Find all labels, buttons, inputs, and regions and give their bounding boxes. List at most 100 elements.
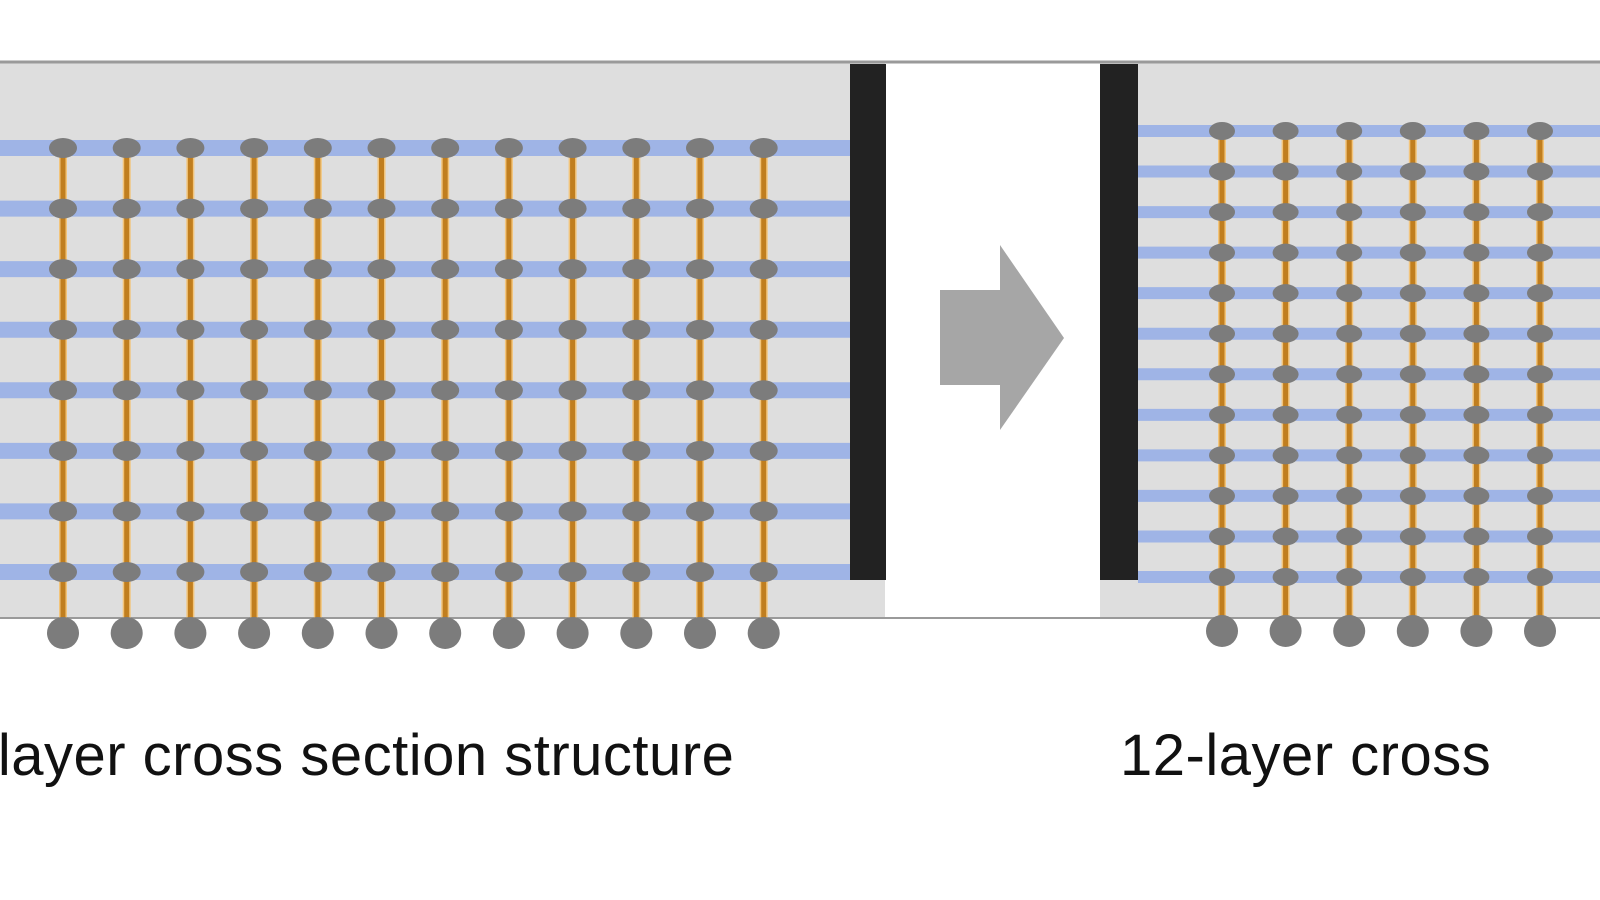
- ball-pad: [556, 617, 589, 649]
- via-pad: [49, 259, 77, 280]
- via-pad: [1209, 365, 1235, 384]
- via-pad: [686, 380, 714, 401]
- via-pad: [1527, 243, 1553, 262]
- ball-pad: [684, 617, 716, 649]
- via-pad: [1272, 284, 1299, 303]
- via-pad: [367, 138, 396, 158]
- ball-pad: [47, 617, 79, 649]
- via-pad: [431, 501, 460, 522]
- right-cross-section: [1138, 122, 1600, 647]
- via-pad: [1399, 324, 1426, 343]
- via-pad: [1336, 284, 1363, 303]
- via-pad: [112, 138, 141, 158]
- via-pad: [1527, 527, 1553, 546]
- via-pad: [622, 259, 651, 280]
- via-pad: [176, 380, 205, 401]
- via-pad: [1336, 527, 1363, 546]
- right-arrow-icon: [940, 245, 1064, 430]
- via-pad: [240, 138, 269, 158]
- via-pad: [558, 138, 587, 158]
- via-pad: [494, 562, 523, 582]
- via-pad: [1527, 203, 1553, 222]
- via-pad: [1463, 324, 1490, 343]
- ball-pad: [365, 617, 398, 649]
- via-pad: [1272, 203, 1299, 222]
- via-pad: [1527, 446, 1553, 465]
- via-pad: [367, 259, 396, 280]
- via-pad: [686, 562, 714, 582]
- ball-pad: [174, 617, 207, 649]
- via-pad: [431, 138, 460, 158]
- via-pad: [558, 259, 587, 280]
- via-pad: [176, 259, 205, 280]
- via-pad: [622, 501, 651, 522]
- ball-pad: [110, 617, 143, 649]
- via-pad: [1272, 405, 1299, 424]
- via-pad: [494, 259, 523, 280]
- via-pad: [49, 198, 77, 219]
- ball-pad: [238, 617, 271, 649]
- ball-pad: [492, 617, 525, 649]
- via-pad: [112, 198, 141, 219]
- via-pad: [494, 198, 523, 219]
- via-pad: [1527, 568, 1553, 586]
- via-pad: [1463, 284, 1490, 303]
- via-pad: [749, 501, 778, 522]
- via-pad: [1209, 243, 1235, 262]
- via-pad: [558, 440, 587, 461]
- via-pad: [303, 198, 332, 219]
- via-pad: [367, 380, 396, 401]
- via-pad: [49, 380, 77, 401]
- via-pad: [749, 319, 778, 340]
- via-pad: [1272, 568, 1299, 586]
- via-pad: [176, 562, 205, 582]
- via-pad: [49, 138, 77, 158]
- left-caption: -layer cross section structure: [0, 723, 735, 788]
- via-pad: [240, 319, 269, 340]
- via-pad: [1463, 405, 1490, 424]
- via-pad: [1209, 284, 1235, 303]
- via-pad: [303, 562, 332, 582]
- ball-pad: [620, 617, 653, 649]
- via-pad: [240, 440, 269, 461]
- via-pad: [749, 562, 778, 582]
- via-pad: [1209, 486, 1235, 505]
- via-pad: [49, 501, 77, 522]
- ball-pad: [1206, 615, 1238, 647]
- via-pad: [558, 501, 587, 522]
- ball-pad: [1524, 615, 1556, 647]
- via-pad: [1272, 122, 1299, 140]
- via-pad: [240, 259, 269, 280]
- via-pad: [749, 259, 778, 280]
- left-cross-section: [0, 138, 850, 649]
- via-pad: [1463, 162, 1490, 181]
- via-pad: [1399, 203, 1426, 222]
- via-pad: [622, 562, 651, 582]
- via-pad: [686, 440, 714, 461]
- via-pad: [1399, 162, 1426, 181]
- via-pad: [1463, 365, 1490, 384]
- via-pad: [622, 198, 651, 219]
- via-pad: [1463, 527, 1490, 546]
- via-pad: [367, 440, 396, 461]
- via-pad: [1399, 243, 1426, 262]
- via-pad: [622, 440, 651, 461]
- via-pad: [1272, 324, 1299, 343]
- via-pad: [1527, 284, 1553, 303]
- via-pad: [240, 562, 269, 582]
- via-pad: [303, 380, 332, 401]
- via-pad: [1463, 486, 1490, 505]
- via-pad: [112, 259, 141, 280]
- via-pad: [303, 440, 332, 461]
- via-pad: [749, 198, 778, 219]
- via-pad: [1209, 324, 1235, 343]
- via-pad: [686, 259, 714, 280]
- via-pad: [494, 501, 523, 522]
- via-pad: [1527, 405, 1553, 424]
- via-pad: [1527, 365, 1553, 384]
- via-pad: [431, 319, 460, 340]
- via-pad: [49, 319, 77, 340]
- via-pad: [1463, 568, 1490, 586]
- via-pad: [1209, 527, 1235, 546]
